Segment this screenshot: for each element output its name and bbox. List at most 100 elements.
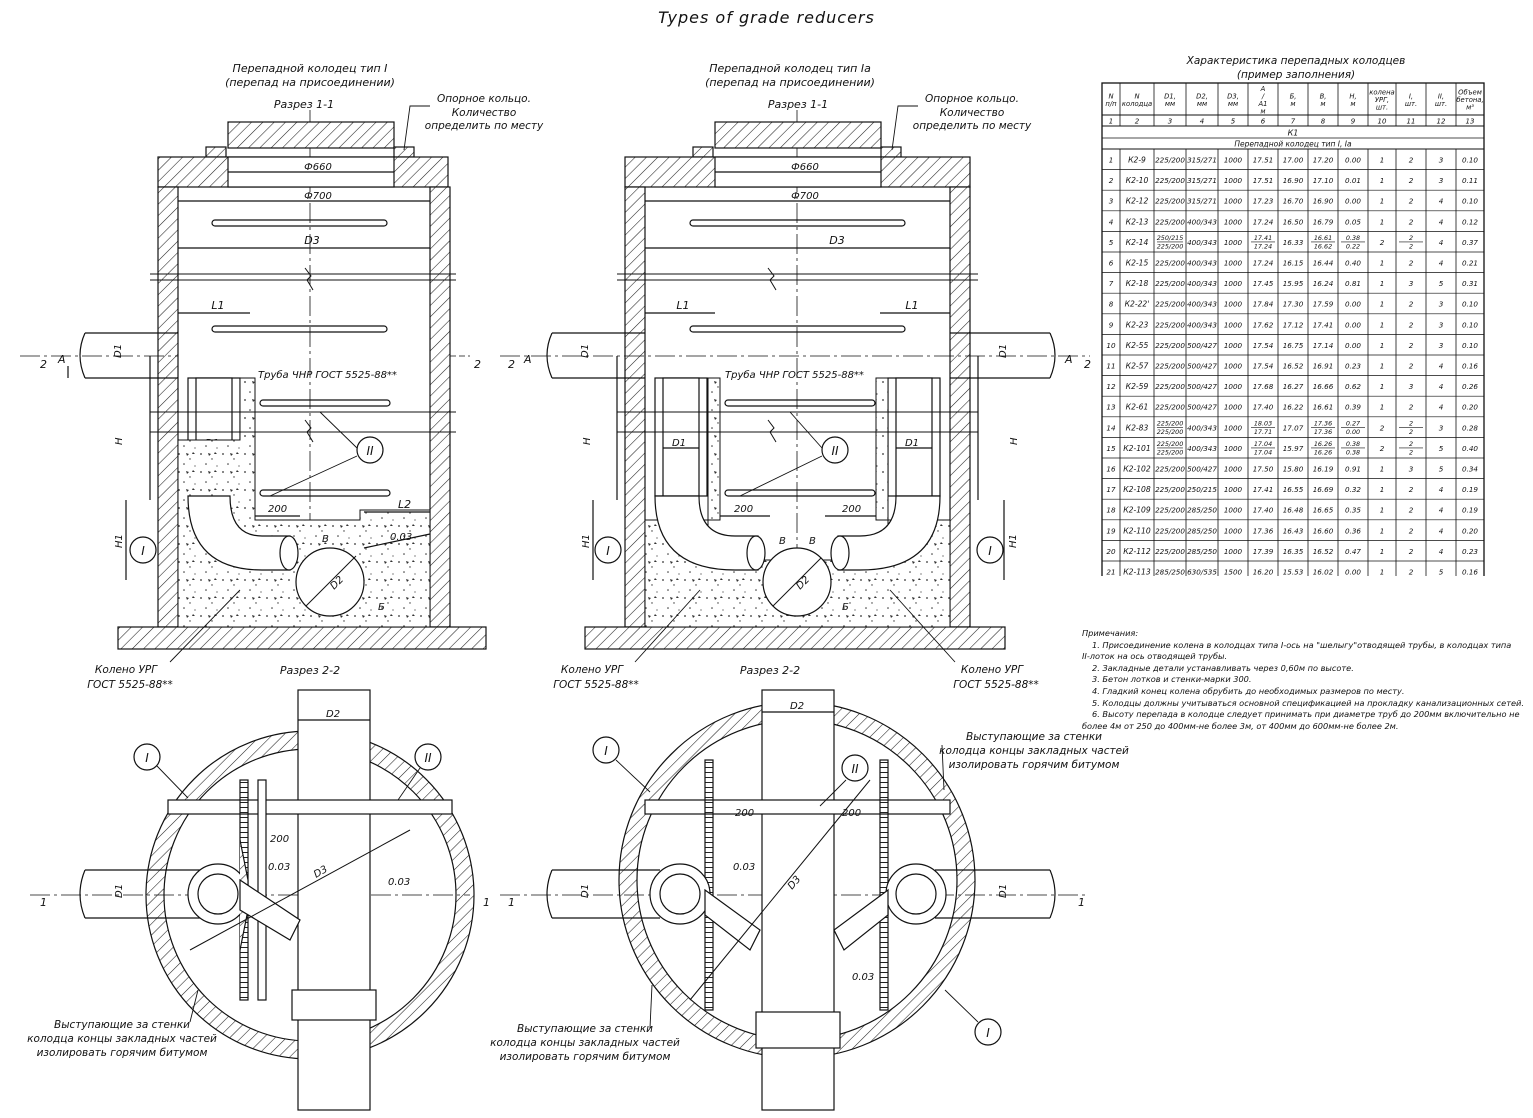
table-cell: 7 bbox=[1109, 279, 1114, 288]
table-header: D1, bbox=[1164, 92, 1176, 100]
r-callout-elbow-2-r: ГОСТ 5525-88** bbox=[953, 679, 1039, 691]
table-cell: 2 bbox=[1409, 526, 1414, 535]
table-cell: 6 bbox=[1109, 259, 1114, 268]
cut-2-2-label-left: Разрез 2-2 bbox=[280, 664, 340, 677]
r-plan-dim-d1-r: D1 bbox=[998, 884, 1009, 898]
table-header: мм bbox=[1165, 100, 1175, 108]
table-title: Характеристика перепадных колодцев bbox=[1186, 56, 1406, 67]
table-cell: 0.21 bbox=[1462, 259, 1478, 268]
header-type-ia: Перепадной колодец тип Ia bbox=[709, 62, 871, 75]
table-cell: 285/250 bbox=[1187, 506, 1217, 515]
table-cell: 400/343 bbox=[1187, 217, 1217, 226]
table-cell: К2-10 bbox=[1126, 176, 1149, 185]
r-callout-ring-1: Опорное кольцо. bbox=[925, 93, 1019, 105]
table-cell: 2 bbox=[1409, 440, 1413, 448]
table-cell: 4 bbox=[1439, 382, 1444, 391]
table-col-number: 4 bbox=[1200, 118, 1204, 126]
r-marker-i-left: I bbox=[606, 544, 610, 558]
r-callout-elbow-1-l: Колено УРГ bbox=[561, 664, 624, 676]
table-cell: К2-102 bbox=[1123, 465, 1151, 474]
table-cell: 13 bbox=[1106, 403, 1116, 412]
table-col-number: 1 bbox=[1109, 118, 1113, 126]
table-cell: 500/427 bbox=[1187, 362, 1217, 371]
table-cell: 1000 bbox=[1224, 320, 1243, 329]
section-2-2-type-ia: Разрез 2-2 1 1 D2 200 200 0.03 0.03 D1 bbox=[490, 664, 1129, 1111]
table-cell: 17.68 bbox=[1253, 382, 1274, 391]
table-cell: К2-14 bbox=[1126, 238, 1149, 247]
table-cell: 2 bbox=[1409, 259, 1414, 268]
table-header: N bbox=[1108, 92, 1113, 100]
table-cell: 3 bbox=[1439, 176, 1444, 185]
table-cell: 1 bbox=[1109, 156, 1114, 165]
table-cell: 225/200 bbox=[1155, 156, 1185, 165]
r-dim-200-right: 200 bbox=[842, 504, 861, 515]
table-cell: 17.12 bbox=[1283, 320, 1304, 329]
table-cell: 1000 bbox=[1224, 217, 1243, 226]
table-cell: 17.24 bbox=[1253, 217, 1274, 226]
r-plan-callout-bot-1: Выступающие за стенки bbox=[517, 1023, 653, 1035]
table-header: В, bbox=[1320, 92, 1327, 100]
table-col-number: 7 bbox=[1291, 118, 1296, 126]
table-cell: К2-18 bbox=[1126, 279, 1149, 288]
dim-h: H bbox=[114, 437, 125, 445]
table-cell: 0.36 bbox=[1345, 526, 1361, 535]
notes-block: Примечания: 1. Присоединение колена в ко… bbox=[1082, 628, 1524, 732]
table-cell: 400/343 bbox=[1187, 300, 1217, 309]
table-cell: 16.75 bbox=[1283, 341, 1304, 350]
table-cell: 0.12 bbox=[1462, 217, 1478, 226]
table-cell: 4 bbox=[1439, 506, 1444, 515]
plan-marker-i: I bbox=[145, 751, 149, 765]
table-cell: 17.04 bbox=[1254, 440, 1272, 448]
table-cell: 0.38 bbox=[1346, 448, 1360, 456]
table-cell: 2 bbox=[1409, 362, 1414, 371]
table-cell: 1000 bbox=[1224, 506, 1243, 515]
table-cell: 315/271 bbox=[1187, 197, 1217, 206]
plan-dim-d1: D1 bbox=[114, 884, 125, 898]
table-cell: 16.24 bbox=[1313, 279, 1334, 288]
plan-marker-ii: II bbox=[424, 751, 432, 765]
table-cell: 0.01 bbox=[1345, 176, 1361, 185]
table-cell: 0.38 bbox=[1346, 234, 1360, 242]
r-callout-ring-2: Количество bbox=[940, 107, 1005, 119]
table-cell: 0.34 bbox=[1462, 465, 1478, 474]
r-dim-h1-left: H1 bbox=[581, 534, 592, 548]
note-line: 1. Присоединение колена в колодцах типа … bbox=[1092, 639, 1512, 650]
table-cell: К2-22' bbox=[1125, 300, 1150, 309]
table-cell: 225/200 bbox=[1155, 382, 1185, 391]
table-header: шт. bbox=[1435, 100, 1447, 108]
table-cell: 0.00 bbox=[1345, 197, 1361, 206]
table-cell: 0.47 bbox=[1345, 547, 1361, 556]
table-cell: 17.36 bbox=[1314, 428, 1332, 436]
r-dim-b-left: B bbox=[779, 536, 786, 547]
table-header: м bbox=[1260, 107, 1265, 115]
table-cell: 0.39 bbox=[1345, 403, 1361, 412]
table-header: мм bbox=[1197, 100, 1207, 108]
table-cell: 18 bbox=[1106, 506, 1116, 515]
table-cell: 4 bbox=[1439, 362, 1444, 371]
r-plan-callout-top-2: колодца концы закладных частей bbox=[939, 745, 1129, 757]
table-cell: 12 bbox=[1106, 382, 1116, 391]
table-col-number: 12 bbox=[1437, 118, 1446, 126]
table-cell: 17.20 bbox=[1313, 156, 1334, 165]
table-cell: 500/427 bbox=[1187, 403, 1217, 412]
table-cell: 16.61 bbox=[1313, 403, 1334, 412]
table-cell: К2-57 bbox=[1126, 362, 1149, 371]
table-cell: 1000 bbox=[1224, 176, 1243, 185]
marker-ii: II bbox=[366, 444, 374, 458]
r-dim-l1-right: L1 bbox=[905, 299, 918, 312]
table-cell: 16.60 bbox=[1313, 526, 1334, 535]
callout-ring-1: Опорное кольцо. bbox=[437, 93, 531, 105]
table-cell: 3 bbox=[1439, 156, 1444, 165]
table-cell: 17.24 bbox=[1254, 242, 1272, 250]
table-cell: 16.70 bbox=[1283, 197, 1304, 206]
table-cell: 17.59 bbox=[1313, 300, 1334, 309]
table-cell: 17.24 bbox=[1253, 259, 1274, 268]
table-cell: 5 bbox=[1109, 238, 1114, 247]
plan-dim-d2: D2 bbox=[326, 709, 340, 720]
table-cell: 11 bbox=[1106, 362, 1115, 371]
table-cell: 5 bbox=[1439, 279, 1444, 288]
table-header: Б, bbox=[1290, 92, 1297, 100]
table-cell: 0.10 bbox=[1462, 320, 1478, 329]
table-cell: 0.19 bbox=[1462, 485, 1478, 494]
